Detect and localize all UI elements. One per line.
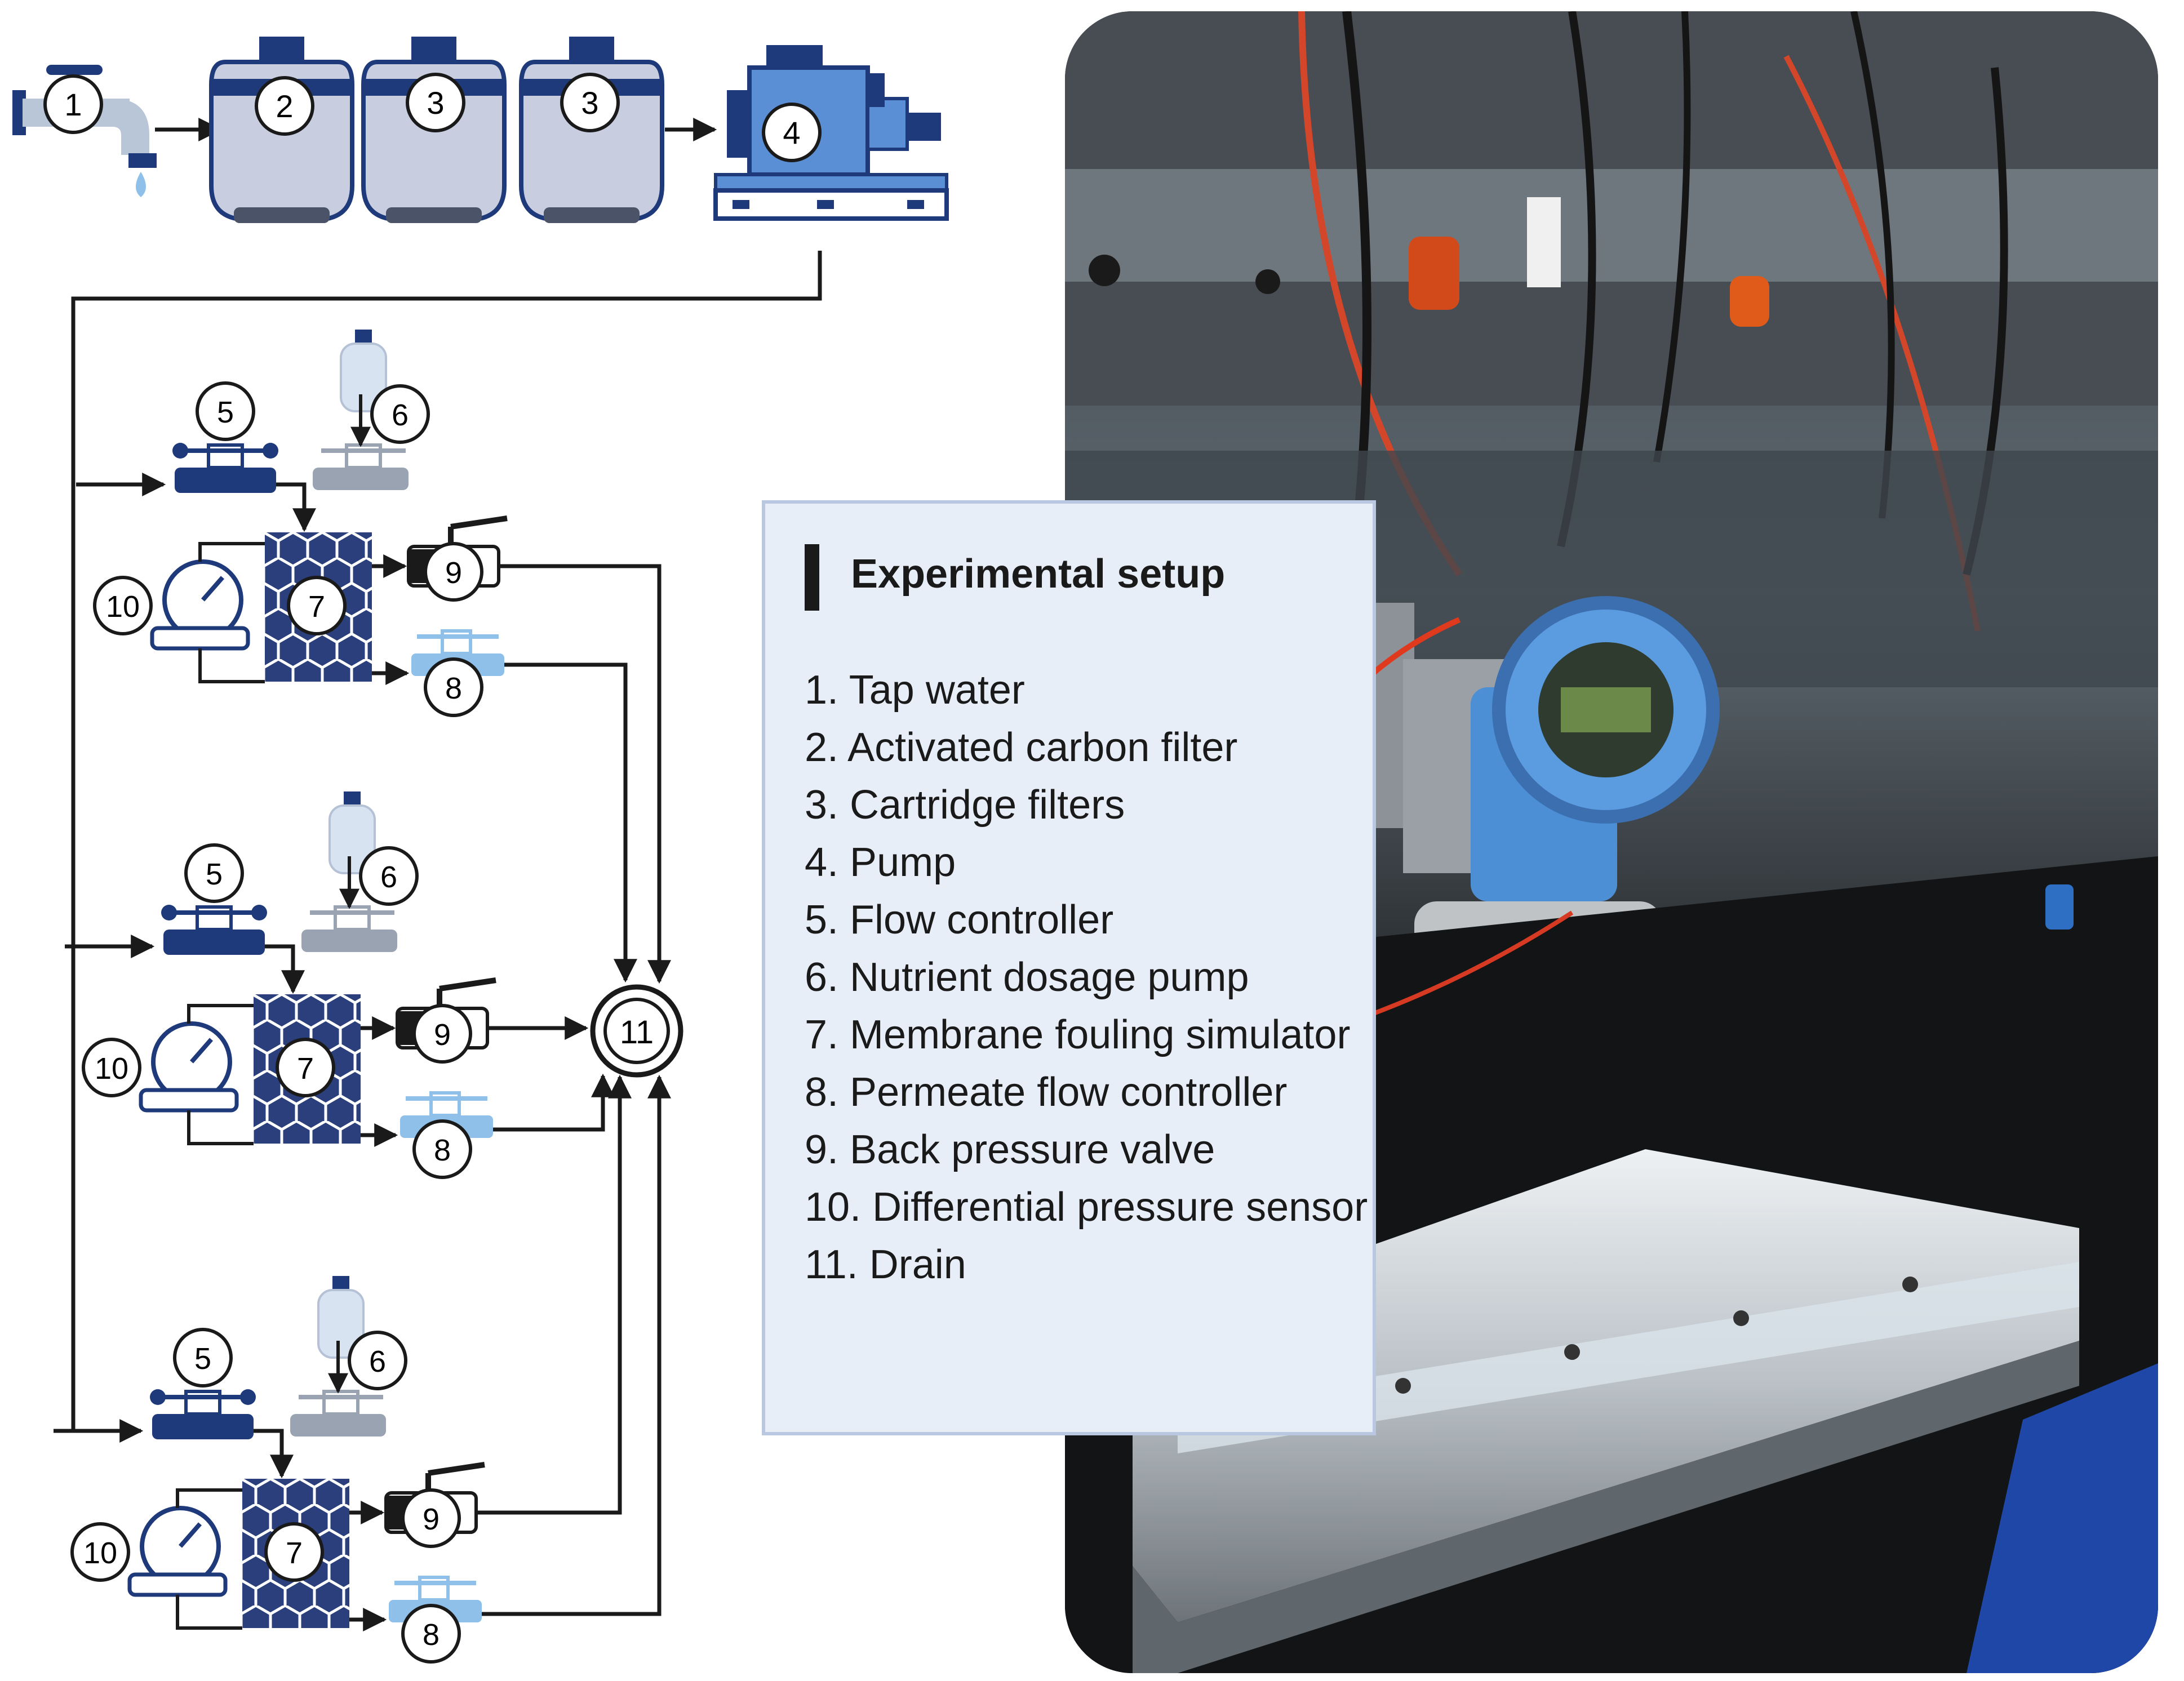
dosage-pump-number: 6	[380, 860, 397, 894]
carbon-filter-icon	[209, 37, 354, 223]
dosage-pump-icon	[301, 791, 397, 952]
cartridge-filter-number: 3	[427, 85, 444, 121]
legend-item: 9. Back pressure valve	[805, 1127, 1215, 1172]
tap-number-circle: 1	[43, 74, 103, 134]
legend-list: 1. Tap water 2. Activated carbon filter …	[805, 661, 1368, 1293]
back-pressure-valve-number: 9	[445, 556, 462, 590]
legend-panel: Experimental setup 1. Tap water 2. Activ…	[762, 500, 1376, 1435]
dosage-pump-icon	[313, 330, 409, 490]
flow-controller-icon	[150, 1389, 256, 1439]
permeate-flow-controller-number: 8	[423, 1618, 440, 1652]
drain-icon: 11	[590, 984, 683, 1078]
legend-item: 7. Membrane fouling simulator	[805, 1012, 1351, 1057]
branches: 5 6 7 10 9 8 5 6 7 10 9 8 5 6 7 10 9 8	[54, 330, 671, 1664]
permeate-flow-controller-icon	[411, 629, 504, 676]
differential-pressure-sensor-icon	[139, 1021, 239, 1113]
legend-item: 6. Nutrient dosage pump	[805, 955, 1249, 1000]
outlet-line	[504, 662, 637, 983]
back-pressure-valve-number: 9	[423, 1502, 440, 1536]
pump-number: 4	[783, 115, 800, 150]
differential-pressure-sensor-icon	[127, 1506, 228, 1597]
outlet-line	[476, 1074, 632, 1515]
flow-controller-number: 5	[194, 1342, 211, 1376]
drain-number: 11	[620, 1014, 654, 1051]
legend-item: 1. Tap water	[805, 668, 1025, 713]
branch-2: 5 6 7 10 9 8	[65, 791, 496, 1179]
dp-sensor-number: 10	[83, 1536, 117, 1570]
outlet-line	[499, 564, 671, 984]
pump-icon	[713, 45, 949, 221]
flow-controller-number: 5	[206, 857, 223, 891]
permeate-flow-controller-number: 8	[434, 1133, 451, 1167]
flow-controller-icon	[172, 443, 278, 493]
flow-controller-number: 5	[217, 395, 234, 429]
permeate-flow-controller-number: 8	[445, 671, 462, 705]
legend-item: 4. Pump	[805, 840, 956, 885]
branch-3: 5 6 7 10 9 8	[54, 1276, 485, 1664]
tap-number: 1	[64, 87, 82, 122]
legend-item: 2. Activated carbon filter	[805, 725, 1238, 770]
cartridge-filter-number: 3	[581, 85, 598, 121]
differential-pressure-sensor-icon	[150, 559, 250, 651]
legend-title-bar	[805, 544, 819, 611]
membrane-number: 7	[297, 1052, 314, 1086]
branch-1: 5 6 7 10 9 8	[76, 330, 508, 717]
feed-line	[71, 251, 822, 1431]
dosage-pump-icon	[290, 1276, 386, 1437]
legend-item: 10. Differential pressure sensor	[805, 1185, 1368, 1230]
dosage-pump-number: 6	[369, 1345, 386, 1378]
legend-item: 8. Permeate flow controller	[805, 1070, 1288, 1115]
membrane-fouling-simulator-icon	[265, 532, 372, 682]
back-pressure-valve-number: 9	[434, 1018, 451, 1052]
legend-item: 3. Cartridge filters	[805, 782, 1125, 828]
legend-item: 5. Flow controller	[805, 897, 1114, 942]
legend-title: Experimental setup	[851, 552, 1226, 597]
membrane-number: 7	[308, 590, 325, 624]
dp-sensor-number: 10	[95, 1052, 128, 1086]
outlet-line	[493, 1073, 615, 1132]
carbon-filter-number: 2	[276, 88, 293, 124]
legend-item: 11. Drain	[805, 1242, 966, 1287]
outlet-line	[482, 1074, 671, 1616]
flow-controller-icon	[161, 905, 267, 955]
dp-sensor-number: 10	[106, 590, 140, 624]
membrane-number: 7	[286, 1536, 303, 1570]
dosage-pump-number: 6	[392, 398, 409, 432]
